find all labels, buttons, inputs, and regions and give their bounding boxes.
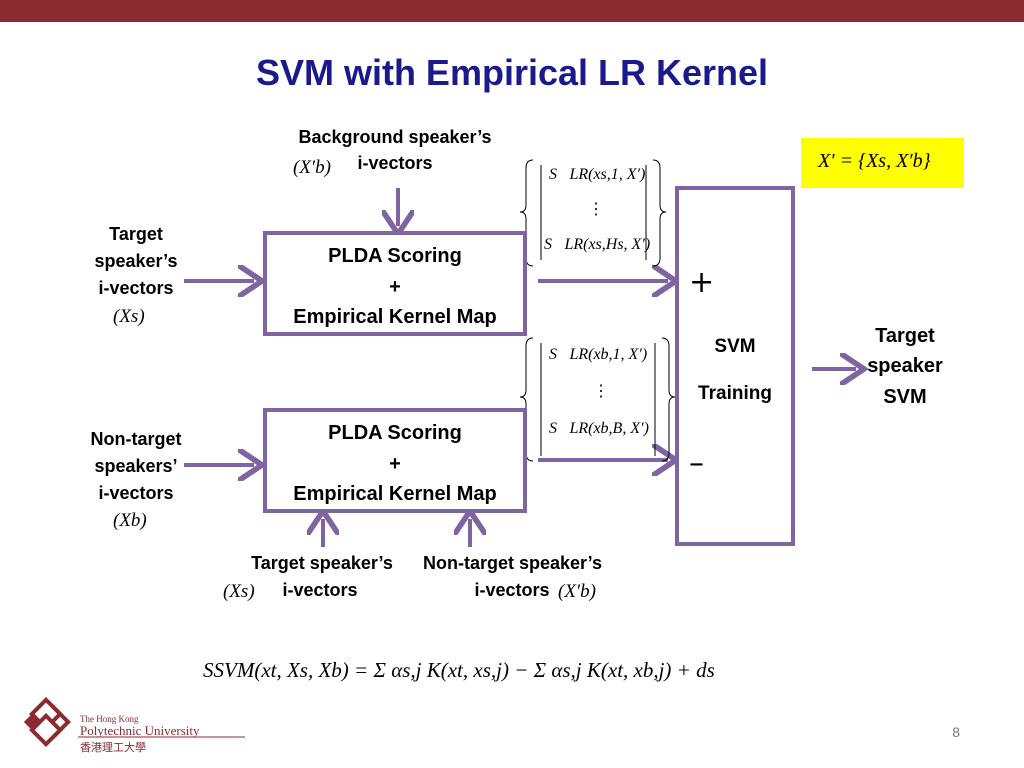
brace-right-bottom [661,337,676,462]
minus-sign: – [689,446,704,481]
slide-title: SVM with Empirical LR Kernel [255,52,769,93]
plus-sign: + [689,265,715,300]
output-label-line2: speaker [867,355,943,377]
target-label-line3: i-vectors [98,278,174,298]
plda-box-top: PLDA Scoring + Empirical Kernel Map [263,231,527,336]
top-accent-bar [0,0,1024,22]
nontarget-label-line1: Non-target [90,429,182,449]
plda-box-bottom: PLDA Scoring + Empirical Kernel Map [263,408,527,513]
background-label-line2: i-vectors [357,153,433,173]
output-label-line3: SVM [883,386,927,408]
bottom-nontarget-line1: Non-target speaker’s [422,553,603,573]
plda-top-line2: + [389,276,401,298]
target-label-line2: speaker’s [94,251,178,271]
logo-line2: Polytechnic University [80,723,200,738]
vec-top-row2: S⃗LR(xs,Hs, X′) [544,236,651,253]
logo-line1: The Hong Kong [80,714,139,724]
svm-score-formula: SSVM(xt, Xs, Xb) = Σ αs,j K(xt, xs,j) − … [203,658,715,682]
nontarget-label-line2: speakers’ [94,456,178,476]
vec-bottom-row2: S⃗LR(xb,B, X′) [549,420,649,437]
bottom-nontarget-line2: i-vectors [474,580,550,600]
logo-line3: 香港理工大學 [80,742,146,754]
vec-bottom-row1: S⃗LR(xb,1, X′) [549,346,648,363]
plda-top-line3: Empirical Kernel Map [293,306,497,328]
training-label: Training [698,383,772,404]
svm-label: SVM [714,336,756,357]
nontarget-label-line3: i-vectors [98,483,174,503]
plda-bottom-line2: + [389,453,401,475]
vec-top-dots: ⋮ [588,201,604,218]
bottom-target-line1: Target speaker’s [251,553,393,573]
vec-top-row1: S⃗LR(xs,1, X′) [549,166,646,183]
xb-prime-math-bottom: (X′b) [558,581,596,602]
xb-prime-math: (X′b) [293,157,331,178]
background-label-line1: Background speaker’s [298,127,492,147]
xprime-highlight [801,138,964,188]
brace-right-top [652,159,667,267]
target-label-line1: Target [109,224,163,244]
xs-math-bottom: (Xs) [223,581,255,602]
xb-math-left: (Xb) [113,510,147,531]
plda-bottom-line3: Empirical Kernel Map [293,483,497,505]
xs-math-left: (Xs) [113,306,145,327]
xprime-definition: X′ = {Xs, X′b} [818,150,931,172]
vec-bottom-dots: ⋮ [593,383,609,400]
plda-top-line1: PLDA Scoring [328,245,462,267]
svm-training-box: + SVM Training – [675,186,795,546]
output-label-line1: Target [875,325,935,347]
bottom-target-line2: i-vectors [282,580,358,600]
page-number: 8 [952,724,960,740]
plda-bottom-line1: PLDA Scoring [328,422,462,444]
